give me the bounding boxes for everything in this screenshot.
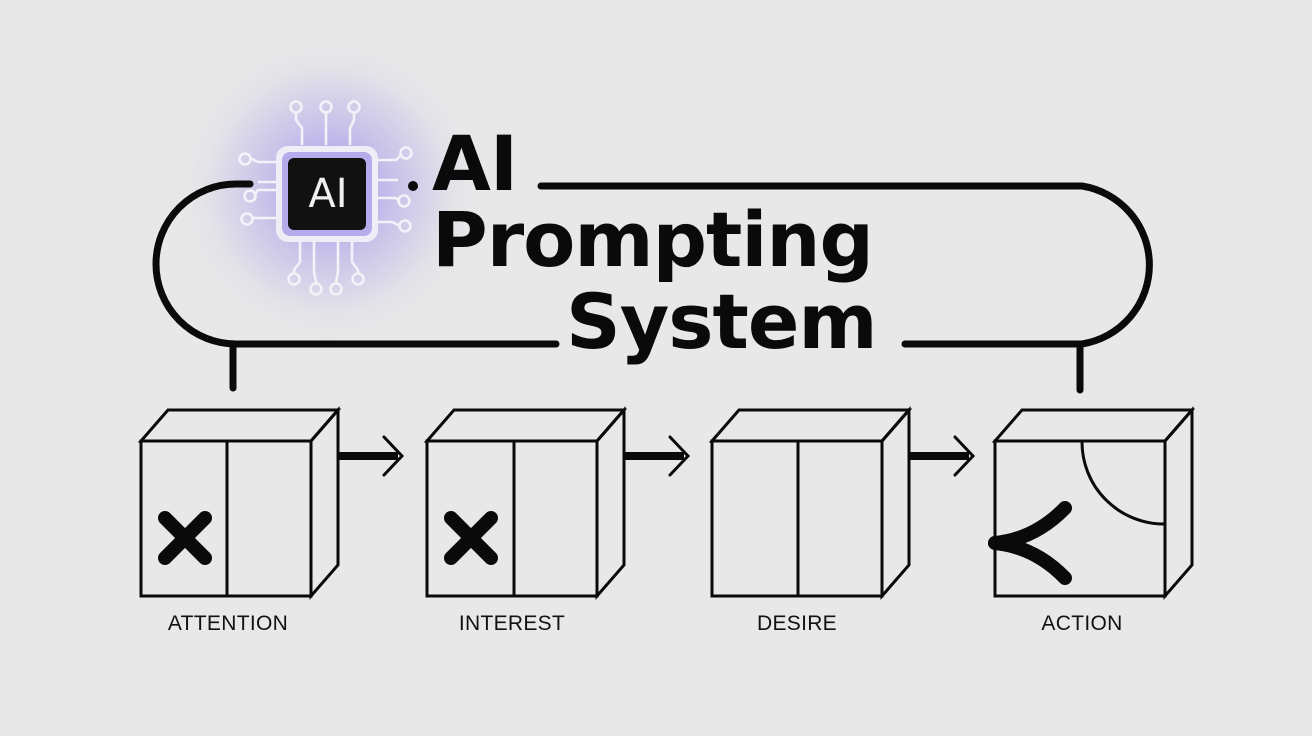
arrow-right-icon [338, 435, 405, 477]
chip-traces [238, 100, 413, 296]
chip-label: AI [308, 171, 348, 217]
stage-label-interest: INTEREST [458, 612, 566, 635]
chip-body [288, 158, 366, 230]
title-line-3: System [566, 277, 878, 366]
x-mark-icon [444, 511, 498, 565]
cube-top-face [991, 408, 1196, 443]
arrow-right-icon [909, 435, 976, 477]
stage-box-desire [708, 405, 913, 601]
loop-track [152, 180, 1153, 394]
cube-side-face [595, 405, 626, 601]
title-line-1: AI [432, 119, 518, 208]
fork-arc-icon [988, 440, 1166, 585]
arrow-head [953, 435, 976, 477]
cube-front-face [993, 439, 1167, 598]
loop-top-left [152, 180, 560, 348]
stage-label-action: ACTION [1041, 612, 1123, 635]
cube-top-face [423, 408, 628, 443]
stage-box-interest [423, 405, 628, 601]
cube-top-face [137, 408, 342, 443]
x-mark-stroke [444, 511, 498, 565]
cube-top-face [708, 408, 913, 443]
connector-dot [408, 181, 418, 191]
arrow-right-icon [624, 435, 691, 477]
arrow-head [382, 435, 405, 477]
quarter-arc [1080, 440, 1166, 526]
title-line-2: Prompting [432, 195, 874, 284]
loop-top-right [537, 182, 1153, 348]
fork-lower-stroke [988, 536, 1072, 585]
cube-side-face [1163, 405, 1194, 601]
stage-box-action [988, 405, 1196, 601]
x-mark-icon [158, 511, 212, 565]
cube-side-face [880, 405, 911, 601]
stage-box-attention [137, 405, 342, 601]
ai-chip-icon [238, 100, 413, 296]
cube-side-face [309, 405, 340, 601]
x-mark-stroke [158, 511, 212, 565]
arrow-head [668, 435, 691, 477]
stage-label-attention: ATTENTION [167, 612, 289, 635]
stage-label-desire: DESIRE [757, 612, 837, 635]
